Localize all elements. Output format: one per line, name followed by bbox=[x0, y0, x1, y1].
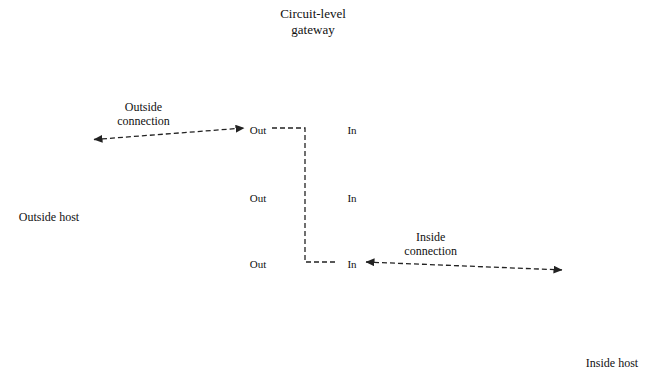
host-computer: Outside host bbox=[4, 92, 94, 224]
drive-slot bbox=[612, 277, 644, 278]
node-label: Out bbox=[250, 255, 267, 270]
gateway-box: Circuit-level gatewayOutInOutInOutIn bbox=[225, 2, 401, 372]
connection-label-box: Outside connection bbox=[117, 101, 170, 129]
power-light bbox=[16, 155, 21, 158]
port-circle-shape bbox=[245, 249, 272, 276]
port-circle-shape bbox=[245, 183, 272, 210]
connection-line bbox=[94, 128, 244, 140]
gateway-inner-panel bbox=[245, 65, 381, 331]
key-row bbox=[568, 310, 652, 311]
key-row bbox=[12, 182, 88, 183]
port-circle: In bbox=[338, 182, 366, 210]
port-circle-shape bbox=[339, 115, 366, 142]
node-label: Out bbox=[250, 121, 267, 136]
node-label: In bbox=[347, 189, 356, 204]
monitor-neck bbox=[603, 262, 615, 268]
port-circle: In bbox=[338, 114, 366, 142]
node-label: In bbox=[347, 255, 356, 270]
port-circle: Out bbox=[244, 248, 272, 276]
port-circle: Out bbox=[244, 114, 272, 142]
connection-label-box: Inside connection bbox=[404, 231, 457, 259]
keyboard bbox=[8, 171, 92, 188]
port-circle: In bbox=[338, 248, 366, 276]
drive-slot bbox=[48, 156, 74, 157]
connection-label: Inside connection bbox=[404, 231, 457, 259]
key-row bbox=[14, 177, 86, 178]
connection-label: Outside connection bbox=[117, 101, 170, 129]
key-row bbox=[570, 303, 650, 304]
keyboard bbox=[564, 296, 656, 318]
connection-line bbox=[366, 262, 562, 270]
screen bbox=[586, 217, 632, 256]
node-label: In bbox=[347, 121, 356, 136]
node-label: Inside host bbox=[586, 356, 638, 370]
port-circle-shape bbox=[339, 249, 366, 276]
computer-case bbox=[10, 149, 82, 167]
computer-case bbox=[568, 268, 652, 290]
gateway-border bbox=[225, 45, 401, 370]
outside-computer-icon bbox=[8, 96, 92, 188]
port-circle-shape bbox=[339, 183, 366, 210]
screen bbox=[24, 101, 68, 138]
inside-computer-icon bbox=[564, 212, 656, 318]
node-label: Outside host bbox=[19, 210, 79, 224]
connection-line bbox=[272, 128, 338, 262]
host-computer: Inside host bbox=[562, 206, 662, 370]
monitor-neck bbox=[40, 144, 52, 149]
port-circle-shape bbox=[245, 115, 272, 142]
monitor bbox=[580, 212, 638, 262]
node-label: Circuit-level gateway bbox=[266, 2, 361, 37]
node-label: Out bbox=[250, 189, 267, 204]
port-circle: Out bbox=[244, 182, 272, 210]
power-light bbox=[575, 276, 580, 279]
monitor bbox=[18, 96, 74, 144]
